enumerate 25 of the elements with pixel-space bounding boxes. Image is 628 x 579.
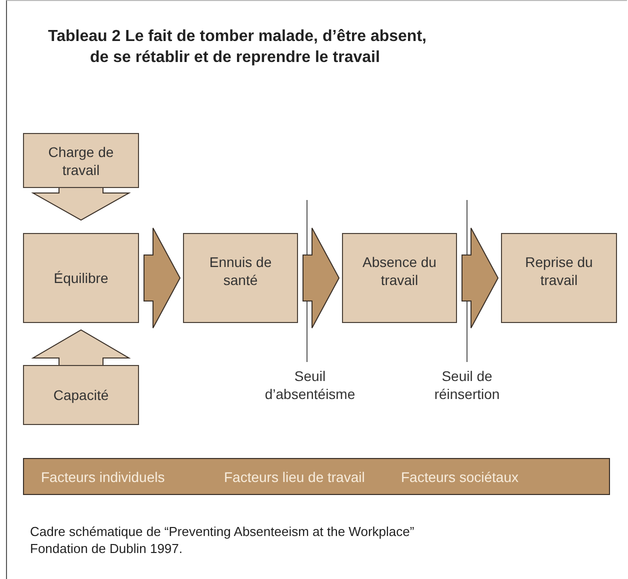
title: Tableau 2 Le fait de tomber malade, d’être absent, de se rétablir et de reprendre le travail: [48, 27, 428, 68]
block-arrow: [31, 186, 131, 221]
factor-label: Facteurs sociétaux: [401, 468, 518, 484]
caption: Cadre schématique de “Preventing Absenteeism at the Workplace” Fondation de Dublin 1997.: [30, 523, 416, 557]
process-box: [342, 233, 457, 323]
block-arrow: [302, 228, 340, 328]
block-arrow: [144, 228, 181, 328]
threshold-label: Seuil d’absentéisme: [264, 367, 356, 403]
box-label: Équilibre: [54, 269, 108, 287]
block-arrow: [31, 329, 131, 366]
threshold-label: Seuil de réinsertion: [433, 367, 501, 403]
process-box: [23, 365, 139, 425]
box-label: Reprise du travail: [524, 253, 594, 289]
box-label: Capacité: [53, 386, 109, 404]
process-box: [501, 233, 617, 323]
process-box: [23, 133, 139, 188]
block-arrow: [462, 228, 499, 328]
process-box: [183, 233, 298, 323]
factor-label: Facteurs lieu de travail: [224, 468, 365, 484]
box-label: Ennuis de santé: [208, 253, 273, 289]
process-box: [23, 233, 139, 323]
factor-label: Facteurs individuels: [41, 468, 165, 484]
factor-band: [23, 458, 610, 495]
box-label: Absence du travail: [362, 253, 438, 289]
box-label: Charge de travail: [47, 142, 115, 178]
